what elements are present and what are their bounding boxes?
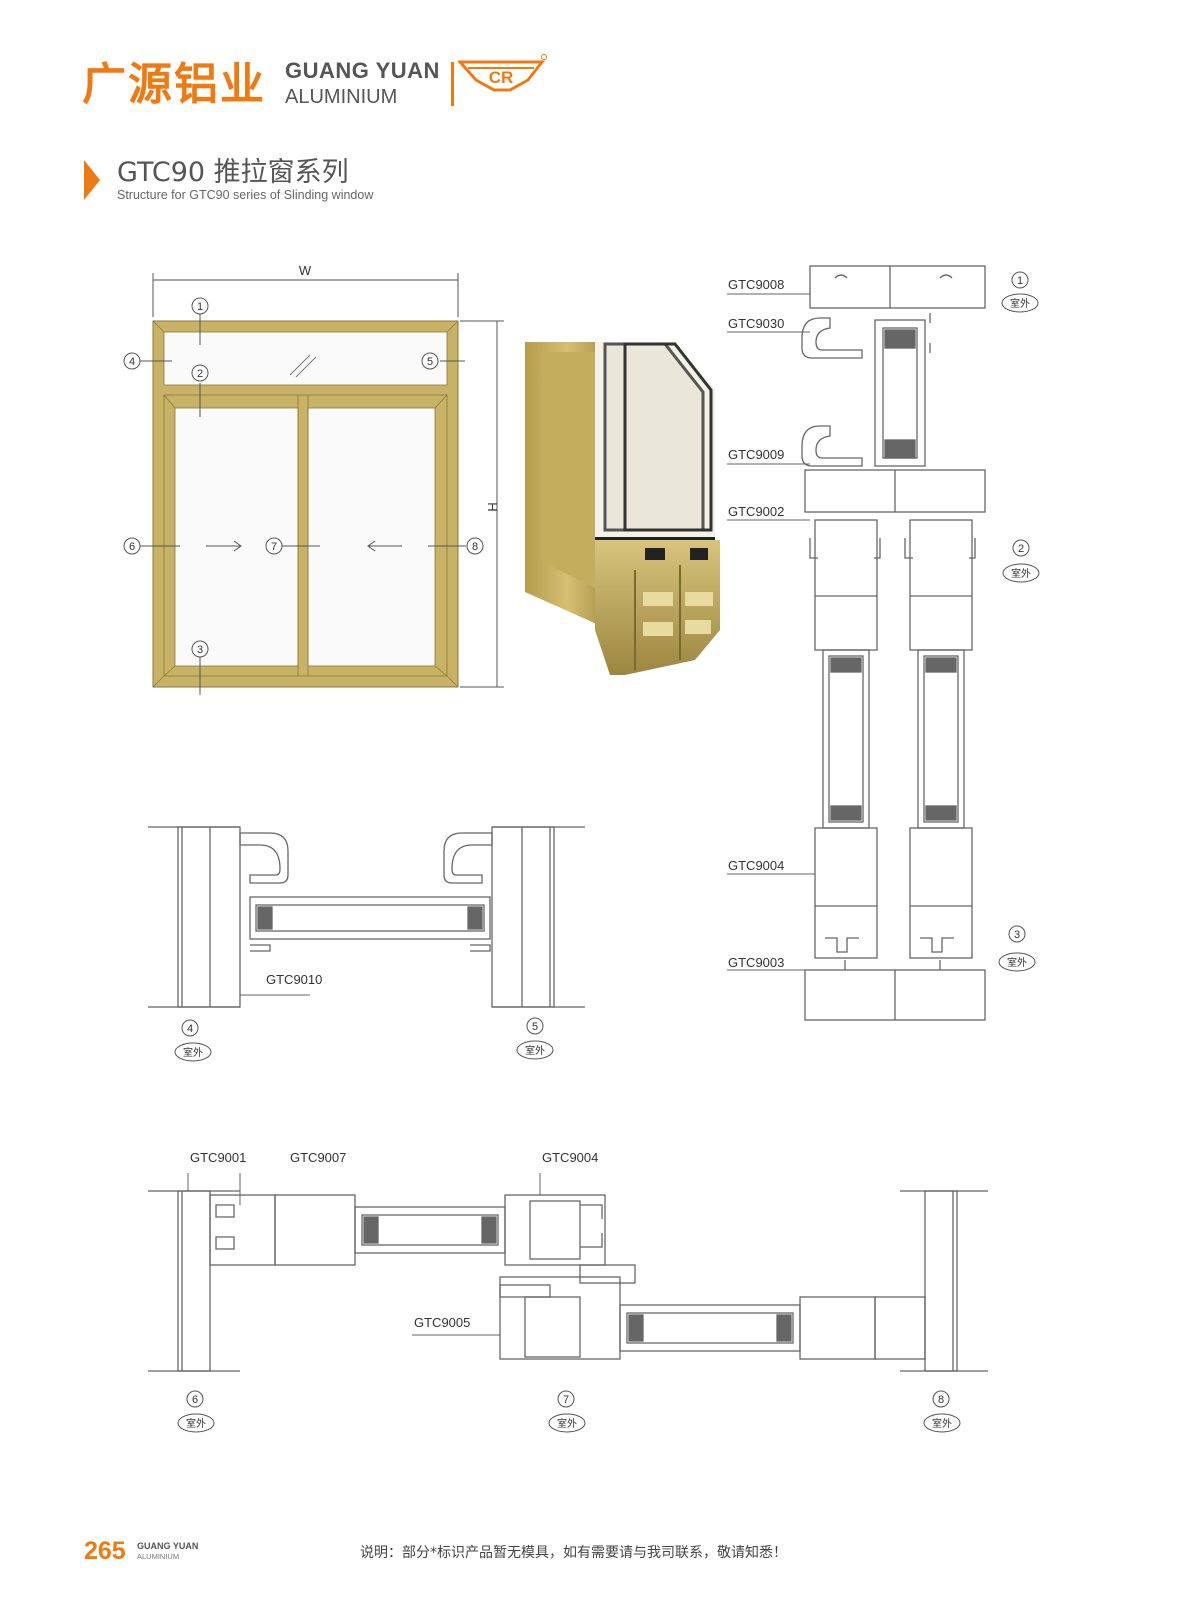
part-label-gtc9030: GTC9030: [728, 316, 785, 331]
height-dimension-label: H: [485, 502, 500, 511]
part-label-gtc9004-vertical: GTC9004: [728, 858, 785, 873]
part-label-gtc9009: GTC9009: [728, 447, 785, 462]
svg-text:6: 6: [129, 541, 135, 553]
marker-5-side: 5 室外: [516, 1017, 554, 1060]
svg-text:5: 5: [532, 1021, 538, 1033]
part-label-gtc9005: GTC9005: [414, 1315, 471, 1330]
svg-text:7: 7: [563, 1394, 569, 1406]
part-label-gtc9007: GTC9007: [290, 1150, 347, 1165]
svg-text:2: 2: [1018, 543, 1024, 555]
marker-2: 2: [191, 364, 209, 382]
marker-1: 1: [191, 297, 209, 315]
window-elevation-diagram: W H 1 2 3 4: [123, 263, 504, 695]
svg-text:4: 4: [187, 1023, 193, 1035]
width-dimension-label: W: [299, 263, 312, 278]
svg-text:1: 1: [197, 301, 203, 313]
brand-chinese-name: 广源铝业: [82, 59, 266, 110]
svg-text:3: 3: [1014, 929, 1020, 941]
profile-corner-render-image: [525, 342, 720, 675]
brand-english-subname: ALUMINIUM: [285, 86, 398, 108]
part-label-gtc9001: GTC9001: [190, 1150, 247, 1165]
svg-text:室外: 室外: [1011, 567, 1031, 580]
svg-text:7: 7: [271, 541, 277, 553]
marker-3-vertical: 3 室外: [998, 925, 1036, 972]
section-title: GTC90 推拉窗系列: [117, 157, 349, 188]
svg-text:4: 4: [129, 356, 135, 368]
marker-4: 4: [123, 352, 141, 370]
svg-text:2: 2: [197, 368, 203, 380]
marker-5: 5: [421, 352, 439, 370]
marker-6: 6: [123, 537, 141, 555]
heading-marker-icon: [84, 160, 100, 200]
marker-2-vertical: 2 室外: [1002, 539, 1040, 583]
horizontal-section-diagram: 6 室外 7 室外 8 室外: [148, 1173, 988, 1433]
svg-text:室外: 室外: [1010, 297, 1030, 310]
marker-6-horizontal: 6 室外: [177, 1390, 215, 1433]
marker-1-vertical: 1 室外: [1001, 271, 1039, 313]
side-section-diagram: 4 室外 5 室外: [148, 826, 585, 1062]
svg-text:1: 1: [1017, 275, 1023, 287]
footer-brand-name: GUANG YUAN: [137, 1541, 199, 1551]
svg-text:8: 8: [938, 1394, 944, 1406]
page-number: 265: [84, 1537, 126, 1565]
svg-text:室外: 室外: [186, 1417, 206, 1430]
svg-text:室外: 室外: [1007, 956, 1027, 969]
svg-text:5: 5: [427, 356, 433, 368]
svg-text:室外: 室外: [932, 1417, 952, 1430]
brand-english-name: GUANG YUAN: [285, 58, 440, 83]
svg-text:室外: 室外: [183, 1046, 203, 1059]
section-subtitle: Structure for GTC90 series of Slinding w…: [117, 188, 374, 202]
marker-7: 7: [265, 537, 283, 555]
part-label-gtc9004-horizontal: GTC9004: [542, 1150, 599, 1165]
header-divider: [451, 62, 454, 106]
vertical-section-diagram: 1 室外 2 室外 3 室外: [727, 265, 1040, 1021]
marker-7-horizontal: 7 室外: [548, 1390, 586, 1433]
svg-text:6: 6: [192, 1394, 198, 1406]
svg-text:3: 3: [197, 644, 203, 656]
marker-8-horizontal: 8 室外: [923, 1390, 961, 1433]
marker-4-side: 4 室外: [174, 1019, 212, 1062]
marker-3: 3: [191, 640, 209, 658]
footer-brand-subname: ALUMINIUM: [137, 1552, 180, 1561]
svg-text:室外: 室外: [525, 1044, 545, 1057]
marker-8: 8: [466, 537, 484, 555]
part-label-gtc9010: GTC9010: [266, 972, 323, 987]
part-label-gtc9002: GTC9002: [728, 504, 785, 519]
cr-logo-icon: CR: [458, 54, 547, 92]
svg-text:8: 8: [472, 541, 478, 553]
svg-text:室外: 室外: [557, 1417, 577, 1430]
logo-mark-text: CR: [489, 68, 514, 87]
part-label-gtc9008: GTC9008: [728, 277, 785, 292]
footer-note: 说明：部分*标识产品暂无模具，如有需要请与我司联系，敬请知悉！: [360, 1545, 787, 1561]
part-label-gtc9003: GTC9003: [728, 955, 785, 970]
